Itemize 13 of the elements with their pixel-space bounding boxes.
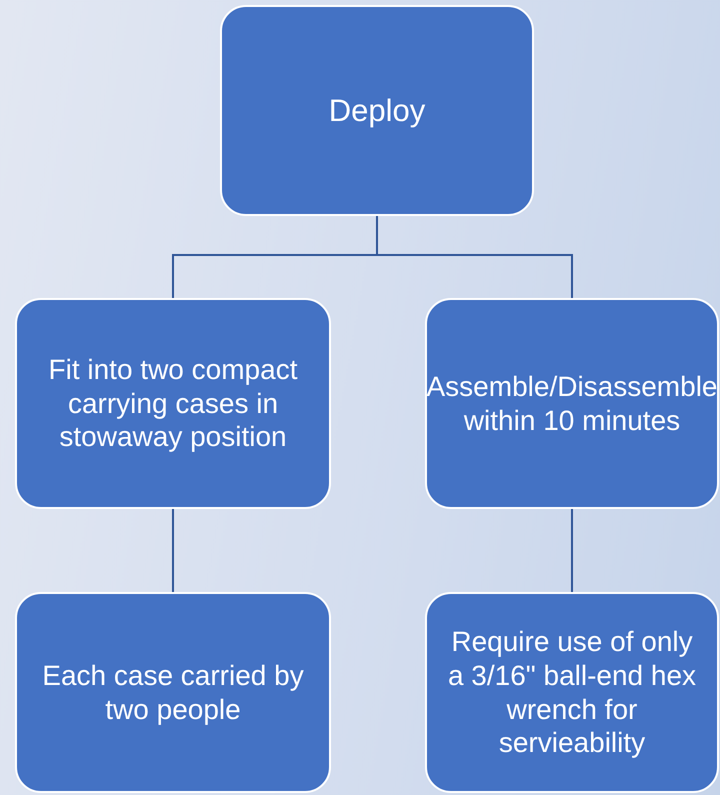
connector-line [172, 509, 174, 592]
process-box [15, 592, 331, 793]
box-text: Require use of only a 3/16" ball-end hex wrench for servieability [446, 625, 698, 760]
process-box [15, 298, 331, 509]
box-text: Assemble/Disassemble within 10 minutes [426, 370, 718, 438]
box-text: Each case carried by two people [41, 658, 305, 726]
box-text: Fit into two compact carrying cases in stowaway position [48, 353, 298, 454]
process-box [220, 5, 534, 216]
process-box [425, 298, 719, 509]
connector-line [571, 509, 573, 592]
connector-line [376, 216, 573, 298]
box-text: Deploy [328, 92, 426, 130]
process-box [425, 592, 719, 793]
